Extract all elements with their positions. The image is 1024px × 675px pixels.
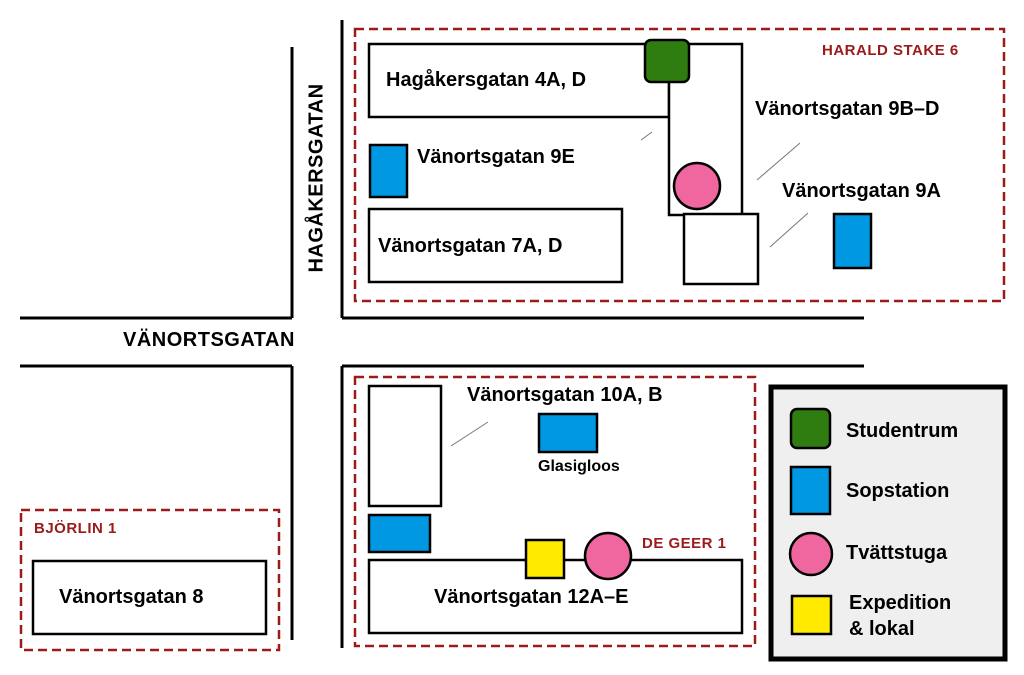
sopstation-marker-12ae bbox=[367, 513, 432, 554]
building-label-hagakersgatan-4ad: Hagåkersgatan 4A, D bbox=[386, 69, 587, 91]
sopstation-marker-10ab bbox=[537, 412, 599, 454]
legend-label-sopstation: Sopstation bbox=[846, 480, 950, 502]
studentrum-marker bbox=[643, 38, 691, 84]
building-label-vanortsgatan-10ab: Vänortsgatan 10A, B bbox=[467, 384, 663, 406]
area-boundary-harald-stake bbox=[353, 27, 1006, 303]
building-label-vanortsgatan-9e: Vänortsgatan 9E bbox=[417, 146, 575, 168]
tvattstuga-marker-9bd bbox=[672, 161, 722, 211]
street-lines bbox=[20, 20, 864, 648]
sopstation-marker-9e bbox=[368, 143, 409, 199]
street-label-hagakersgatan: HAGÅKERSGATAN bbox=[305, 83, 328, 273]
building-hagakersgatan-4ad bbox=[367, 42, 671, 119]
legend-sopstation-icon bbox=[789, 465, 832, 516]
expedition-marker bbox=[524, 538, 566, 580]
legend-label-studentrum: Studentrum bbox=[846, 420, 959, 442]
legend-label-expedition: Expedition & lokal bbox=[849, 592, 952, 640]
area-boundary-bjorlin bbox=[19, 508, 281, 652]
building-label-vanortsgatan-12ae: Vänortsgatan 12A–E bbox=[434, 586, 629, 608]
building-label-vanortsgatan-8: Vänortsgatan 8 bbox=[59, 586, 204, 608]
building-vanortsgatan-7ad bbox=[367, 207, 624, 284]
street-label-vanortsgatan: VÄNORTSGATAN bbox=[123, 329, 295, 351]
area-label-de-geer: DE GEER 1 bbox=[642, 535, 727, 552]
legend-tvattstuga-icon bbox=[788, 531, 834, 577]
tvattstuga-marker-12ae bbox=[583, 531, 633, 581]
legend-expedition-icon bbox=[790, 594, 833, 636]
building-label-vanortsgatan-7ad: Vänortsgatan 7A, D bbox=[378, 235, 563, 257]
building-label-vanortsgatan-9bd: Vänortsgatan 9B–D bbox=[755, 98, 940, 120]
building-vanortsgatan-9a bbox=[682, 212, 760, 286]
building-vanortsgatan-10ab bbox=[367, 384, 443, 508]
building-label-vanortsgatan-9a: Vänortsgatan 9A bbox=[782, 180, 941, 202]
sopstation-marker-9a bbox=[832, 212, 873, 270]
legend bbox=[768, 384, 1008, 662]
area-label-bjorlin: BJÖRLIN 1 bbox=[34, 520, 117, 537]
legend-label-tvattstuga: Tvättstuga bbox=[846, 542, 948, 564]
area-label-harald-stake: HARALD STAKE 6 bbox=[822, 42, 959, 59]
building-vanortsgatan-8 bbox=[31, 559, 268, 636]
glasigloos-label: Glasigloos bbox=[538, 458, 620, 475]
legend-studentrum-icon bbox=[789, 407, 832, 450]
area-boundary-de-geer bbox=[353, 375, 757, 648]
